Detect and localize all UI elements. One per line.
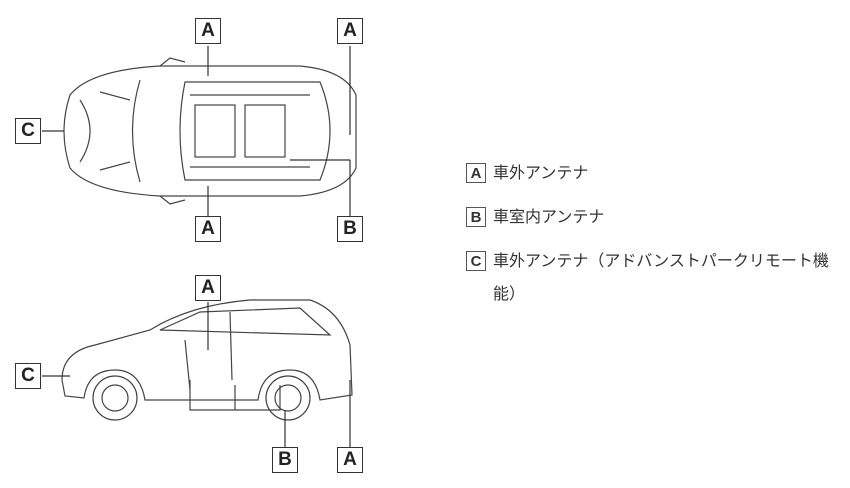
car-side-view: [61, 299, 353, 421]
legend-key: B: [466, 207, 486, 227]
label-a-side-top: A: [195, 275, 221, 301]
legend-text: 車外アンテナ（アドバンストパークリモート機能）: [493, 251, 829, 303]
legend-key: C: [466, 251, 486, 271]
legend-text: 車室内アンテナ: [493, 207, 605, 226]
legend-item-a: A 車外アンテナ: [466, 162, 833, 189]
label-b-side-interior: B: [272, 447, 298, 473]
label-c-side-front: C: [15, 363, 41, 389]
label-b-top-interior: B: [337, 216, 363, 242]
label-a-side-rear: A: [337, 447, 363, 473]
car-top-view: [63, 57, 357, 205]
legend-item-c: C 車外アンテナ（アドバンストパークリモート機能）: [466, 250, 833, 310]
label-a-top-right: A: [337, 18, 363, 44]
legend-key: A: [466, 163, 486, 183]
label-a-top-bottom: A: [195, 216, 221, 242]
label-a-top-left: A: [195, 18, 221, 44]
legend-text: 車外アンテナ: [493, 163, 589, 182]
legend: A 車外アンテナ B 車室内アンテナ C 車外アンテナ（アドバンストパークリモー…: [466, 162, 833, 327]
legend-item-b: B 車室内アンテナ: [466, 206, 833, 233]
label-c-top-front: C: [15, 118, 41, 144]
leader-lines: [42, 46, 351, 447]
